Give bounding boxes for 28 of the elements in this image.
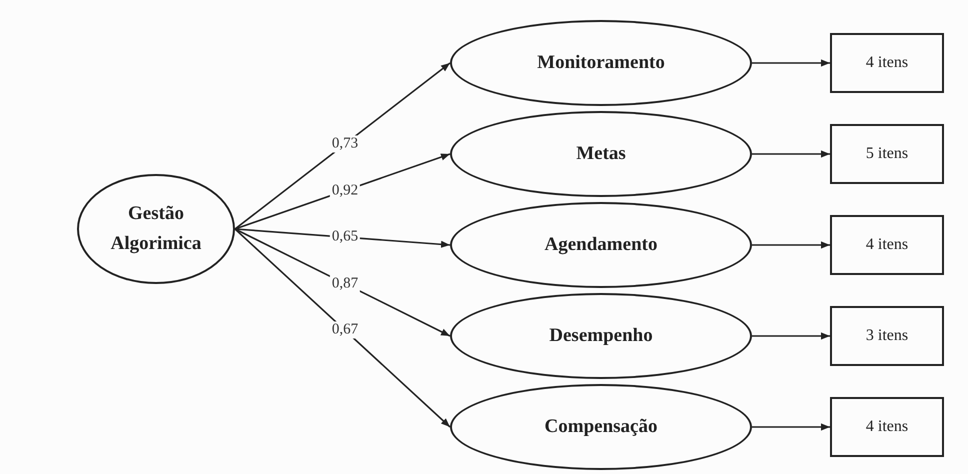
edge-label: 0,92 — [330, 182, 360, 200]
indicator-box — [830, 397, 944, 457]
arrow — [752, 150, 830, 158]
item-count: 4 itens — [866, 54, 908, 72]
construct-name: Monitoramento — [537, 50, 665, 75]
construct-name: Agendamento — [544, 232, 658, 257]
arrow — [234, 228, 451, 428]
edge-label: 0,73 — [330, 136, 360, 153]
arrow — [234, 62, 450, 230]
edge-label: 0,67 — [330, 322, 360, 339]
construct-name: Desempenho — [549, 324, 653, 348]
construct-name: Compensação — [544, 414, 658, 439]
arrow — [752, 59, 830, 67]
arrow — [752, 241, 830, 249]
item-count: 3 itens — [866, 327, 908, 345]
item-count: 5 itens — [866, 145, 908, 163]
indicator-box — [830, 215, 944, 275]
edge-label: 0,87 — [330, 275, 360, 292]
construct-name: Metas — [576, 142, 626, 166]
indicator-box — [830, 33, 944, 93]
indicator-box — [830, 306, 944, 366]
arrow — [752, 332, 830, 340]
arrow — [752, 423, 830, 431]
item-count: 4 itens — [866, 236, 908, 254]
construct-name: Gestão Algorimica — [110, 202, 202, 256]
item-count: 4 itens — [866, 418, 908, 436]
indicator-box — [830, 124, 944, 184]
edge-label: 0,65 — [330, 228, 360, 246]
